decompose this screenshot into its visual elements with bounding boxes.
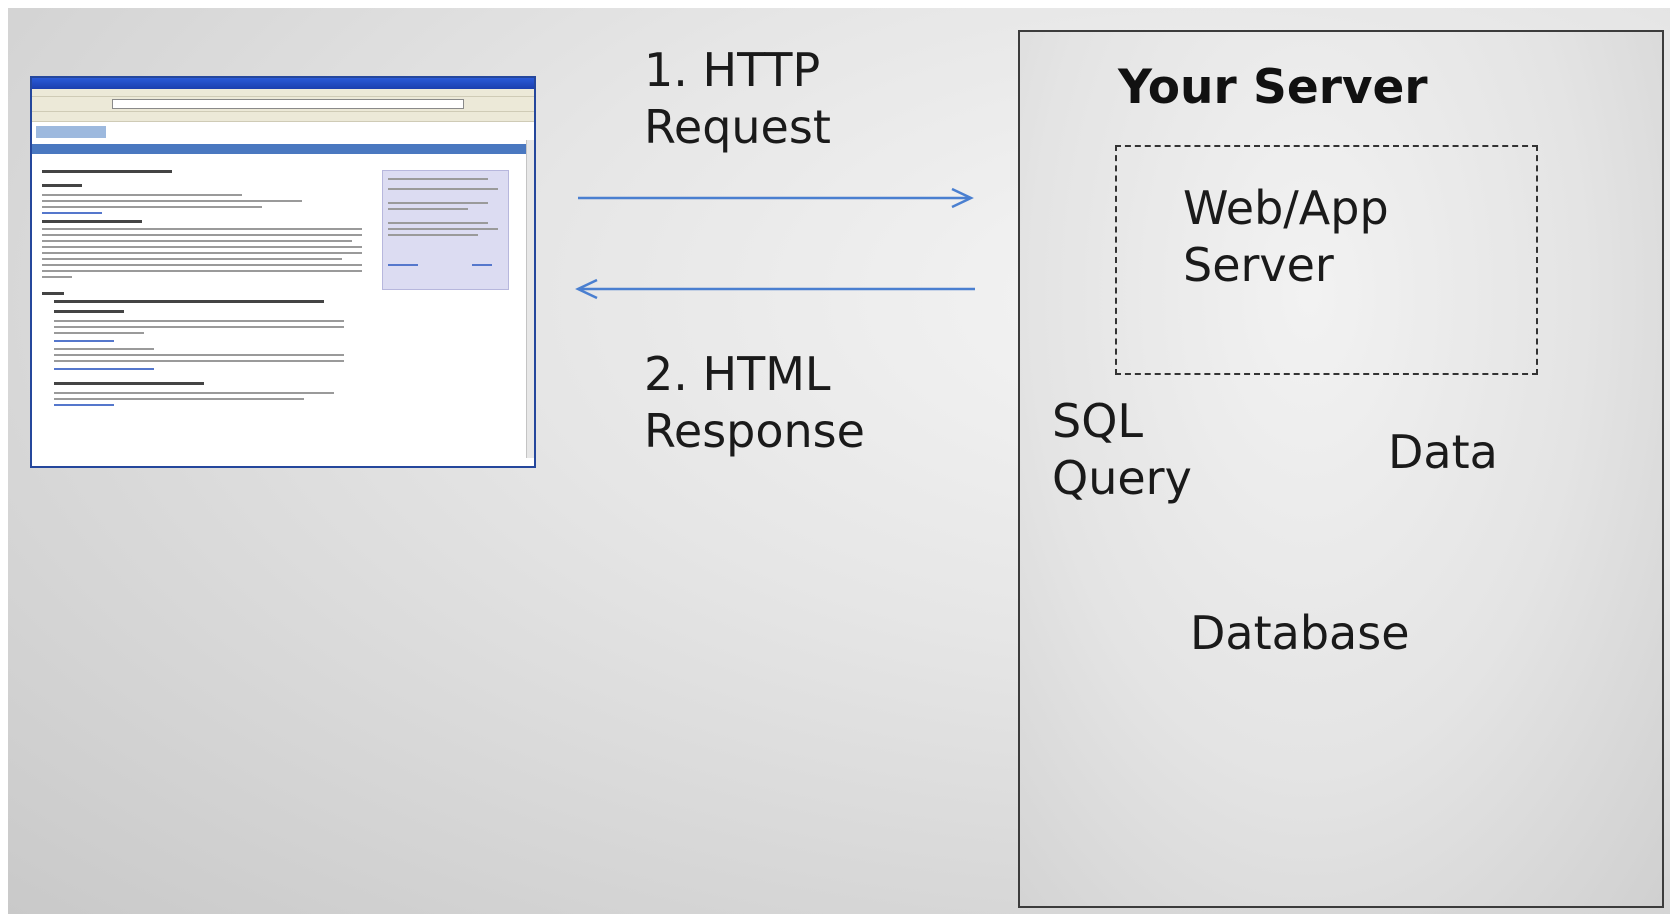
browser-page-sidebar <box>382 170 509 290</box>
browser-text-line <box>54 354 344 356</box>
browser-text-line <box>42 270 362 272</box>
browser-text-line <box>54 368 154 370</box>
browser-text-line <box>54 392 334 394</box>
browser-links-bar <box>32 112 534 122</box>
browser-page-nav <box>32 144 534 154</box>
browser-text-line <box>42 240 352 242</box>
database-label: Database <box>1190 606 1410 660</box>
browser-text-line <box>388 178 488 180</box>
browser-text-line <box>388 208 468 210</box>
browser-scrollbar <box>526 140 534 458</box>
http-request-arrow <box>578 187 974 209</box>
browser-text-line <box>42 252 362 254</box>
server-box <box>1018 30 1664 908</box>
browser-text-line <box>388 202 488 204</box>
browser-text-line <box>54 300 324 303</box>
browser-screenshot <box>30 76 536 468</box>
server-title: Your Server <box>1118 60 1428 115</box>
browser-text-line <box>42 206 262 208</box>
site-logo <box>36 126 106 138</box>
browser-text-line <box>388 222 488 224</box>
browser-title-bar <box>32 78 534 89</box>
browser-text-line <box>54 382 204 385</box>
browser-page-header <box>32 122 534 144</box>
data-label: Data <box>1388 425 1498 479</box>
browser-text-line <box>54 340 114 342</box>
browser-text-line <box>54 360 344 362</box>
browser-text-line <box>54 404 114 406</box>
browser-text-line <box>42 184 82 187</box>
browser-text-line <box>42 220 142 223</box>
browser-text-line <box>42 194 242 196</box>
browser-text-line <box>54 398 304 400</box>
browser-text-line <box>42 170 172 173</box>
webapp-server-label: Web/App Server <box>1183 181 1389 292</box>
browser-text-line <box>42 258 342 260</box>
browser-text-line <box>42 292 64 295</box>
browser-text-line <box>54 348 154 350</box>
browser-text-line <box>42 212 102 214</box>
browser-menu-bar <box>32 89 534 97</box>
html-response-label: 2. HTML Response <box>644 347 865 458</box>
browser-text-line <box>42 276 72 278</box>
browser-text-line <box>42 264 362 266</box>
browser-text-line <box>42 246 362 248</box>
browser-text-line <box>54 310 124 313</box>
browser-address-bar <box>112 99 464 109</box>
browser-toolbar <box>32 97 534 112</box>
browser-text-line <box>54 332 144 334</box>
browser-text-line <box>42 234 362 236</box>
browser-text-line <box>472 264 492 266</box>
browser-text-line <box>388 188 498 190</box>
sql-query-label: SQL Query <box>1052 394 1192 505</box>
browser-text-line <box>54 320 344 322</box>
browser-text-line <box>54 326 344 328</box>
browser-text-line <box>388 234 478 236</box>
browser-text-line <box>388 228 498 230</box>
http-request-label: 1. HTTP Request <box>644 43 831 154</box>
browser-text-line <box>42 228 362 230</box>
browser-text-line <box>42 200 302 202</box>
html-response-arrow <box>575 278 975 300</box>
webapp-server-box <box>1115 145 1538 375</box>
browser-text-line <box>388 264 418 266</box>
